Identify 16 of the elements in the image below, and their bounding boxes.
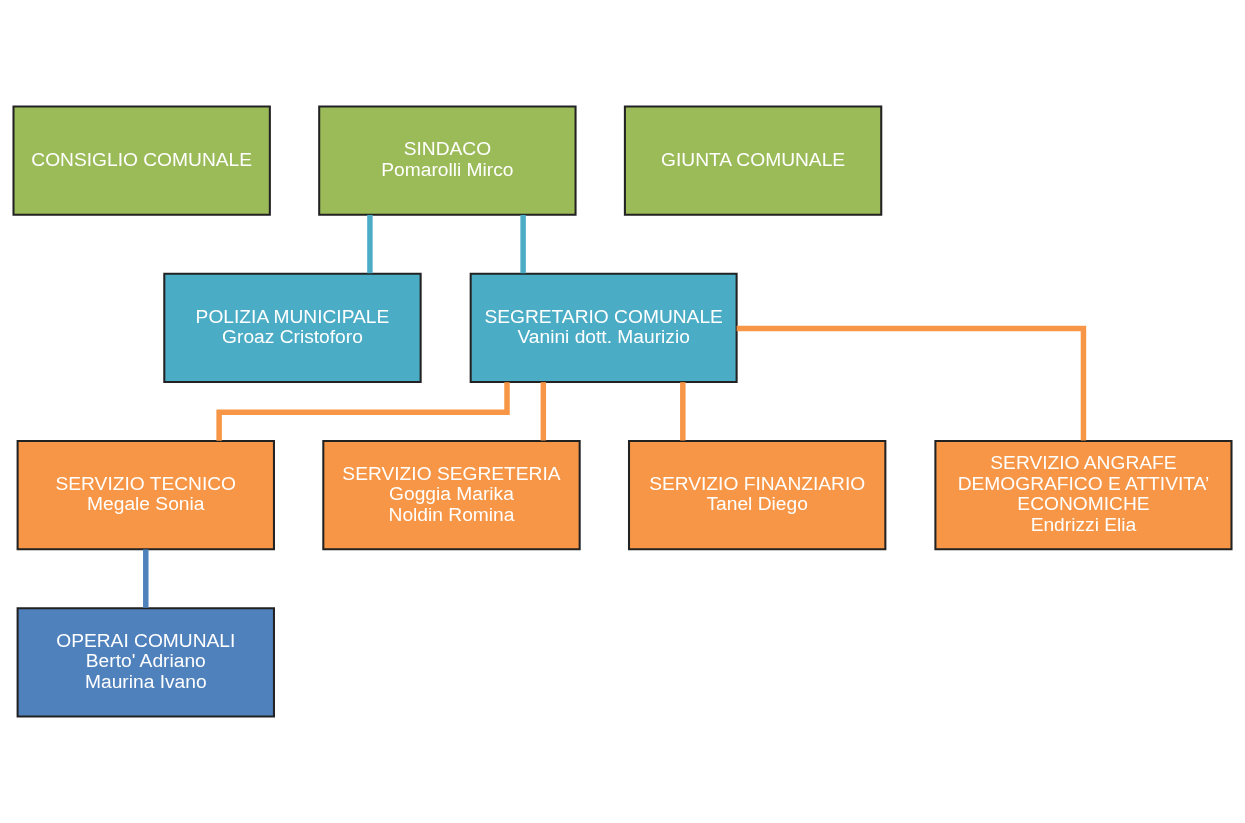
node-box: POLIZIA MUNICIPALE Groaz Cristoforo [163, 272, 422, 384]
connector [736, 325, 1087, 441]
node-box: SERVIZIO FINANZIARIO Tanel Diego [628, 439, 887, 551]
node-box: SERVIZIO SEGRETERIA Goggia Marika Noldin Romina [322, 439, 581, 551]
connector [540, 382, 547, 441]
node-box: SEGRETARIO COMUNALE Vanini dott. Maurizio [469, 272, 738, 384]
connector [680, 382, 686, 441]
node-box: SINDACO Pomarolli Mirco [318, 105, 577, 216]
connector [143, 549, 149, 608]
node-box: CONSIGLIO COMUNALE [12, 105, 271, 216]
connector [367, 214, 373, 274]
node-box: OPERAI COMUNALI Berto' Adriano Maurina Ivano [16, 607, 275, 718]
node-box: GIUNTA COMUNALE [623, 105, 883, 216]
node-box: SERVIZIO ANGRAFE DEMOGRAFICO E ATTIVITA’ ECONOMICHE Endrizzi Elia [934, 439, 1233, 551]
connector [520, 214, 526, 274]
node-box: SERVIZIO TECNICO Megale Sonia [16, 439, 275, 551]
